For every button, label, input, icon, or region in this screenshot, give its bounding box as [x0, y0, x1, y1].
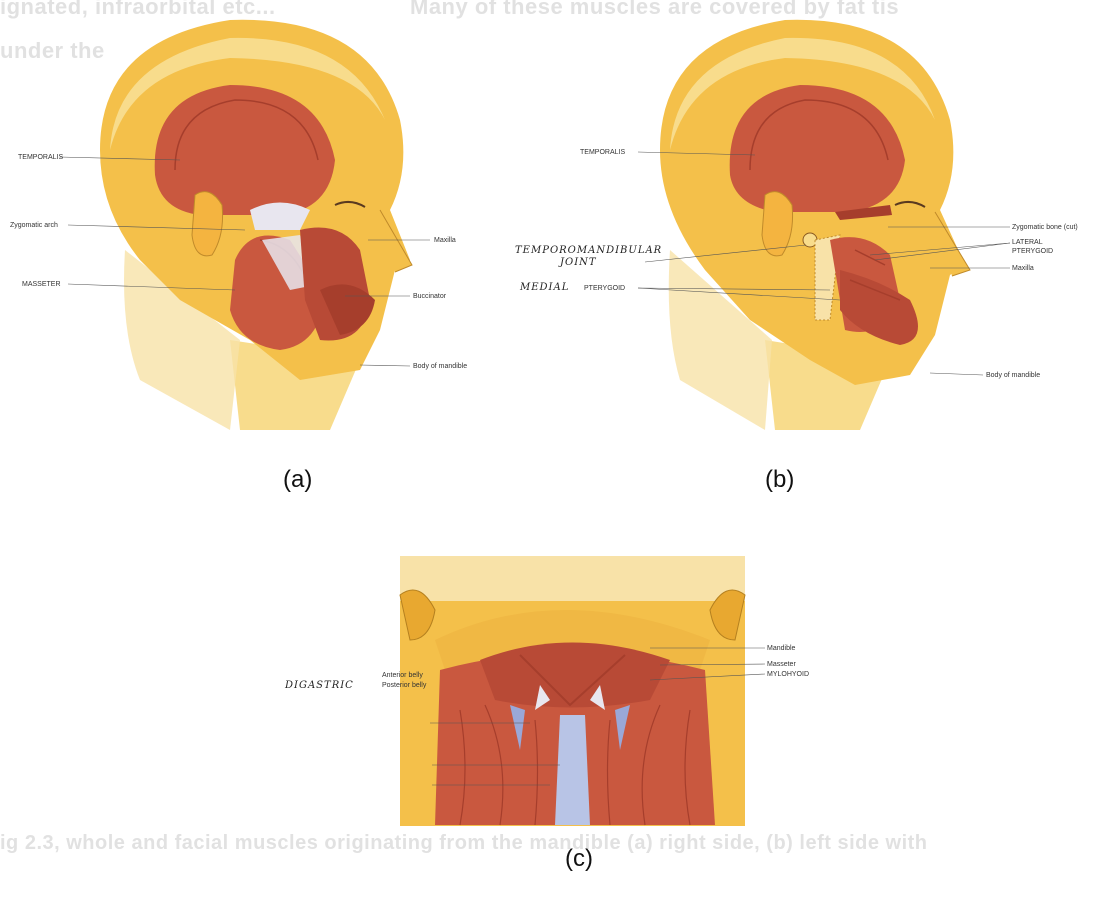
label-body-of-mandible-a: Body of mandible	[413, 362, 467, 371]
panel-a-right-side-head: TEMPORALIS Zygomatic arch MASSETER Maxil…	[0, 0, 520, 440]
label-masseter-c: Masseter	[767, 660, 796, 669]
label-temporomandibular-line2: JOINT	[560, 257, 597, 268]
panel-c-illustration	[270, 540, 850, 840]
label-temporomandibular-line1: TEMPOROMANDIBULAR	[515, 245, 662, 256]
label-buccinator-a: Buccinator	[413, 292, 446, 301]
caption-b: (b)	[765, 466, 794, 494]
label-medial-handwritten: MEDIAL	[520, 282, 569, 293]
panel-c-neck-underside: DIGASTRIC Anterior belly Posterior belly…	[270, 540, 850, 840]
label-digastric-handwritten: DIGASTRIC	[285, 680, 354, 691]
label-masseter-a: MASSETER	[22, 280, 61, 289]
caption-a: (a)	[283, 466, 312, 494]
panel-b-left-side-head: TEMPORALIS TEMPOROMANDIBULAR JOINT MEDIA…	[510, 0, 1100, 440]
label-maxilla-b: Maxilla	[1012, 264, 1034, 273]
panel-a-illustration	[0, 0, 520, 440]
label-anterior-belly: Anterior belly	[382, 671, 423, 680]
label-lateral: LATERAL	[1012, 238, 1043, 247]
caption-c: (c)	[565, 845, 593, 873]
label-mandible-c: Mandible	[767, 644, 795, 653]
label-pterygoid-medial: PTERYGOID	[584, 284, 625, 293]
label-maxilla-a: Maxilla	[434, 236, 456, 245]
label-zygomatic-arch-a: Zygomatic arch	[10, 221, 58, 230]
label-posterior-belly: Posterior belly	[382, 681, 426, 690]
label-pterygoid-lateral: PTERYGOID	[1012, 247, 1053, 256]
label-body-of-mandible-b: Body of mandible	[986, 371, 1040, 380]
label-temporalis-b: TEMPORALIS	[580, 148, 625, 157]
label-mylohyoid-c: MYLOHYOID	[767, 670, 809, 679]
label-temporalis-a: TEMPORALIS	[18, 153, 63, 162]
label-zygomatic-bone-cut: Zygomatic bone (cut)	[1012, 223, 1078, 232]
